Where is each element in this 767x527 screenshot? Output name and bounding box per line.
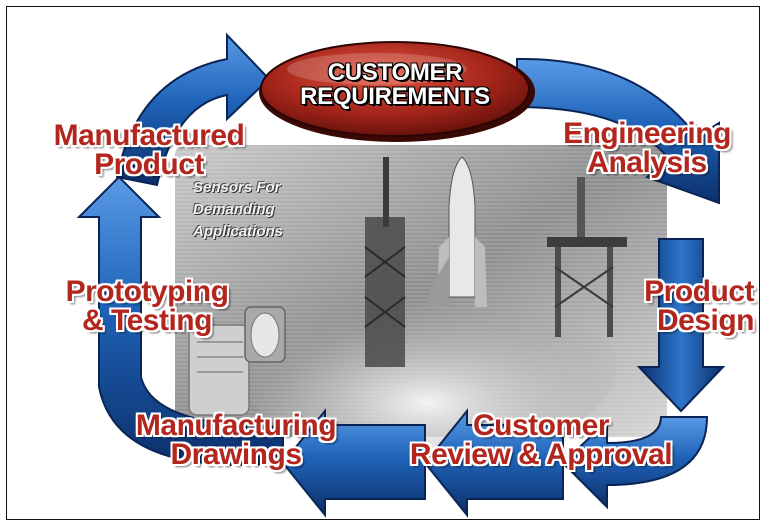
tagline-line-1: Sensors For bbox=[193, 179, 281, 196]
step-drawings-line-1: Manufacturing bbox=[135, 409, 337, 442]
step-engineering-line-1: Engineering bbox=[563, 117, 731, 150]
step-design-line-1: Product bbox=[644, 275, 754, 308]
step-review-line-1: Customer bbox=[472, 409, 610, 442]
process-cycle-graphic bbox=[76, 32, 726, 518]
step-prototyping-line-1: Prototyping bbox=[65, 275, 229, 308]
step-engineering-line-2: Analysis bbox=[587, 146, 707, 180]
step-prototyping-line-2: & Testing bbox=[82, 304, 212, 338]
step-drawings-line-2: Drawings bbox=[170, 438, 302, 472]
step-engineering-analysis: Engineering Analysis bbox=[547, 117, 747, 180]
arrow-requirements-to-engineering bbox=[516, 57, 720, 205]
diagram-frame: CUSTOMER REQUIREMENTS Sensors For Demand… bbox=[6, 6, 760, 520]
oval-line-1: CUSTOMER bbox=[327, 59, 463, 86]
arrow-review-to-drawings bbox=[423, 408, 564, 518]
step-design-line-2: Design bbox=[656, 304, 755, 338]
arrow-design-to-review bbox=[561, 416, 709, 510]
step-manufacturing-drawings: Manufacturing Drawings bbox=[107, 409, 365, 472]
arrow-engineering-to-design bbox=[636, 238, 726, 413]
step-product-design: Product Design bbox=[609, 275, 755, 338]
requirements-oval bbox=[259, 41, 535, 142]
tagline-line-3: Applications bbox=[193, 222, 284, 240]
launch-photo bbox=[175, 145, 667, 457]
tagline-line-2: Demanding bbox=[193, 200, 275, 218]
step-review-line-2: Review & Approval bbox=[409, 438, 673, 472]
arrow-prototyping-to-product bbox=[76, 175, 284, 466]
arrow-drawings-to-prototyping bbox=[281, 408, 426, 518]
tagline: Sensors For Demanding Applications bbox=[193, 177, 283, 242]
step-prototyping-testing: Prototyping & Testing bbox=[41, 275, 253, 338]
step-manufactured-line-1: Manufactured bbox=[53, 119, 245, 152]
step-manufactured-line-2: Product bbox=[94, 148, 204, 182]
customer-requirements-label: CUSTOMER REQUIREMENTS bbox=[275, 61, 515, 108]
cycle-arrows bbox=[76, 32, 726, 518]
step-manufactured-product: Manufactured Product bbox=[25, 119, 273, 182]
arrow-manufactured-to-requirements bbox=[115, 32, 271, 187]
oval-line-2: REQUIREMENTS bbox=[300, 82, 490, 110]
step-customer-review-approval: Customer Review & Approval bbox=[383, 409, 699, 472]
